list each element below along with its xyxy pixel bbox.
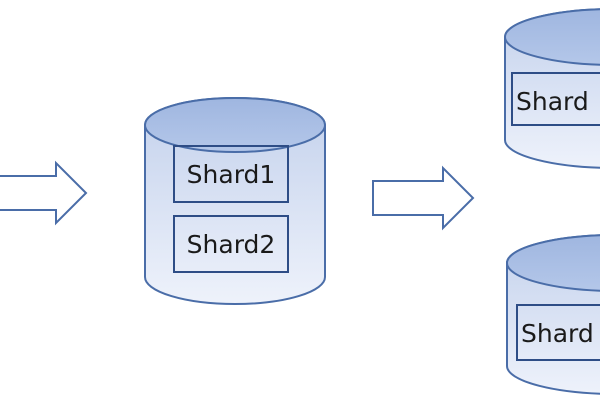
shard-label: Shard <box>521 319 594 348</box>
target-database-top: Shard <box>504 8 600 169</box>
shard-label: Shard <box>516 87 589 116</box>
incoming-arrow <box>0 160 88 226</box>
shard-box: Shard1 <box>173 145 289 203</box>
source-database: Shard1 Shard2 <box>144 97 326 305</box>
shard-box: Shard <box>516 304 600 361</box>
shard-box: Shard <box>511 72 600 126</box>
target-database-bottom: Shard <box>506 234 600 395</box>
shard-box: Shard2 <box>173 215 289 273</box>
split-arrow <box>372 165 475 231</box>
shard-label: Shard2 <box>187 230 276 259</box>
shard-label: Shard1 <box>187 160 276 189</box>
